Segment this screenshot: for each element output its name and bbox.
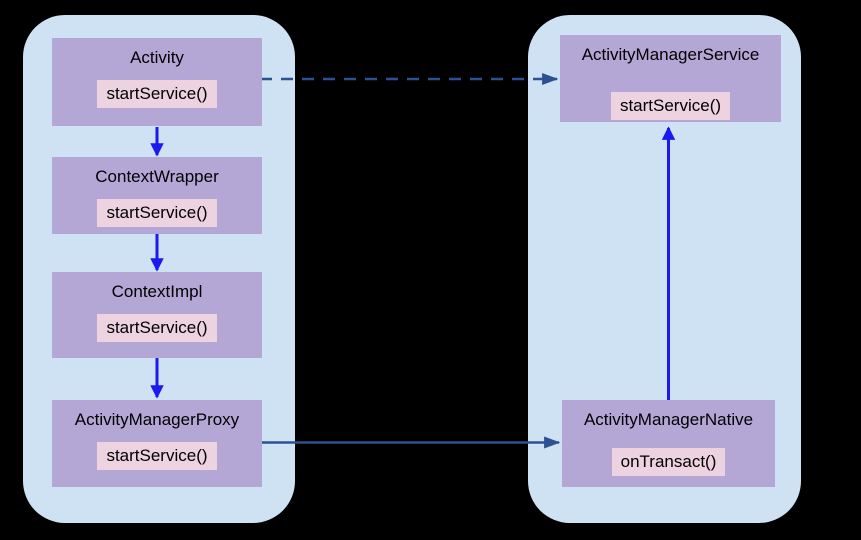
node-title: ContextWrapper bbox=[95, 167, 219, 186]
node-title: ActivityManagerProxy bbox=[74, 410, 240, 429]
node-title: ContextImpl bbox=[111, 282, 203, 301]
node-title: Activity bbox=[130, 48, 184, 67]
node-title: ActivityManagerService bbox=[581, 45, 760, 64]
node-activity: Activity startService() bbox=[52, 38, 262, 126]
method-chip: startService() bbox=[610, 92, 731, 120]
method-chip: startService() bbox=[97, 199, 217, 227]
method-chip: startService() bbox=[97, 80, 217, 108]
node-contextimpl: ContextImpl startService() bbox=[52, 272, 262, 358]
node-title: ActivityManagerNative bbox=[583, 410, 754, 429]
node-activitymanagernative: ActivityManagerNative onTransact() bbox=[562, 400, 775, 487]
node-activitymanagerproxy: ActivityManagerProxy startService() bbox=[52, 400, 262, 487]
node-contextwrapper: ContextWrapper startService() bbox=[52, 157, 262, 234]
method-chip: startService() bbox=[97, 314, 217, 342]
method-chip: startService() bbox=[97, 442, 217, 470]
node-activitymanagerservice: ActivityManagerService startService() bbox=[560, 35, 781, 122]
method-chip: onTransact() bbox=[611, 448, 726, 476]
